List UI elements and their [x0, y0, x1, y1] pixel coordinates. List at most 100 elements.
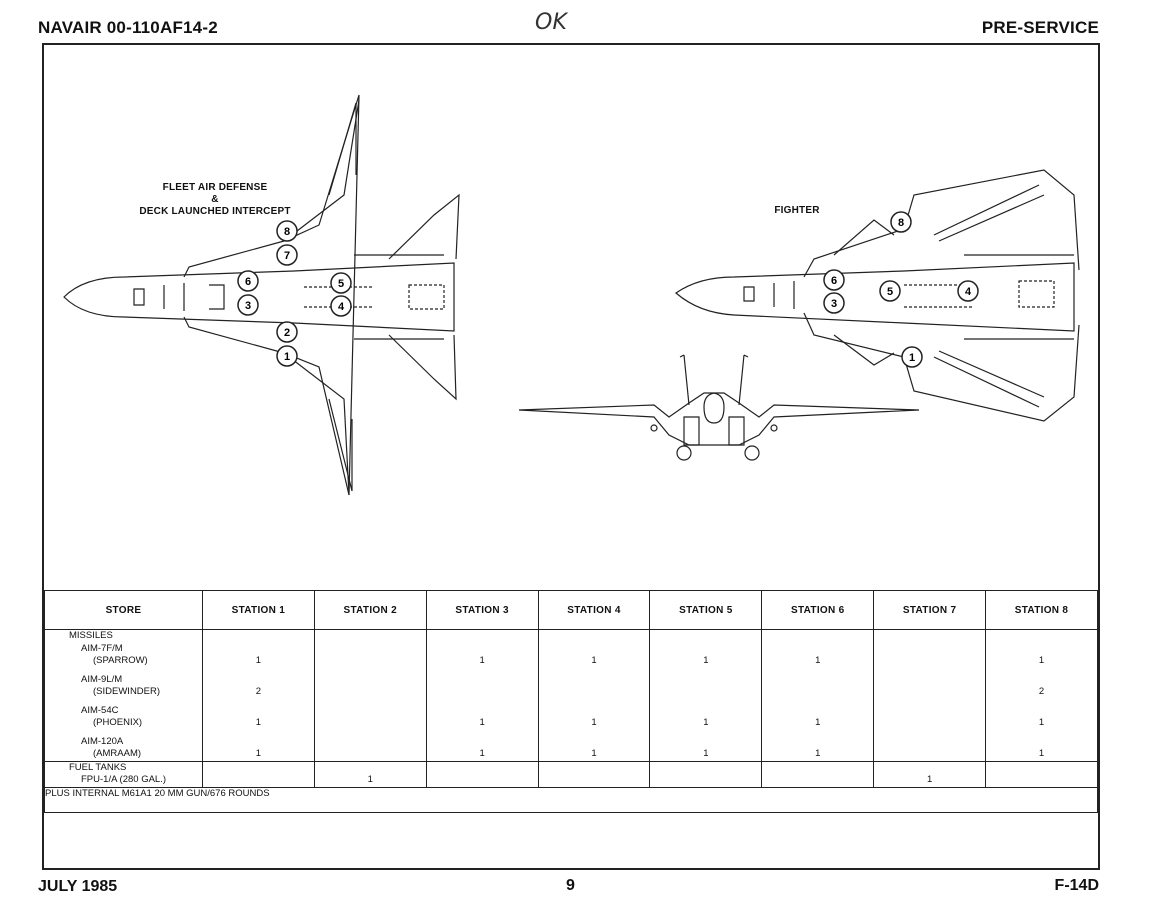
station-qty [539, 774, 650, 787]
station-qty [874, 655, 985, 668]
station-qty: 1 [815, 748, 821, 759]
station-qty [539, 686, 650, 699]
station-cell [873, 629, 987, 762]
station-qty [986, 774, 1097, 787]
station-qty [874, 748, 985, 761]
table-row-fuel-tanks: FUEL TANKS FPU-1/A (280 GAL.) 1 1 [44, 760, 1098, 788]
station-qty [315, 717, 426, 730]
store-name: AIM-120A [81, 735, 124, 747]
aircraft-planform-extended [63, 94, 460, 496]
aircraft-model: F-14D [1054, 877, 1099, 894]
table-row-missiles: MISSILES AIM-7F/M (SPARROW) AIM-9L/M (SI… [44, 629, 1098, 762]
label-line: FLEET AIR DEFENSE [162, 182, 268, 193]
station-marker-6-right: 6 [823, 269, 845, 291]
aircraft-drawings: 8 7 6 5 3 4 2 1 8 6 3 5 4 1 [63, 94, 1080, 496]
fighter-label: FIGHTER [774, 205, 820, 216]
station-qty [315, 655, 426, 668]
store-cell-fuel: FUEL TANKS FPU-1/A (280 GAL.) [44, 760, 203, 788]
station-number: 3 [245, 300, 251, 312]
station-qty: 1 [591, 717, 597, 728]
section-title: PRE-SERVICE [981, 18, 1099, 37]
store-cell-missiles: MISSILES AIM-7F/M (SPARROW) AIM-9L/M (SI… [44, 629, 203, 762]
station-cell [649, 760, 763, 788]
aircraft-front-view [518, 354, 920, 461]
station-marker-8-left: 8 [276, 220, 298, 242]
station-marker-5-right: 5 [879, 280, 901, 302]
store-subname: (SPARROW) [93, 655, 148, 666]
station-qty: 1 [479, 655, 485, 666]
station-qty: 1 [815, 655, 821, 666]
station-qty: 1 [591, 748, 597, 759]
station-qty: 1 [815, 717, 821, 728]
station-marker-6-left: 6 [237, 270, 259, 292]
station-qty [650, 774, 761, 787]
header-store: STORE [44, 590, 203, 630]
station-number: 1 [909, 352, 915, 364]
station-qty: 2 [255, 686, 261, 697]
station-qty [650, 686, 761, 699]
label-line: & [211, 194, 219, 205]
table-row-note: PLUS INTERNAL M61A1 20 MM GUN/676 ROUNDS [44, 786, 1098, 813]
internal-gun-note: PLUS INTERNAL M61A1 20 MM GUN/676 ROUNDS [44, 786, 1098, 813]
handwritten-mark: OK [535, 10, 568, 35]
publication-date: JULY 1985 [38, 878, 118, 895]
header-station-7: STATION 7 [873, 590, 987, 630]
header-station-4: STATION 4 [537, 590, 651, 630]
station-number: 8 [284, 226, 290, 238]
station-cell: 1 2 1 1 [201, 629, 315, 762]
station-cell [313, 629, 427, 762]
station-cell [201, 760, 315, 788]
store-subname: (SIDEWINDER) [93, 686, 161, 697]
station-marker-4-left: 4 [330, 295, 352, 317]
store-name: AIM-9L/M [81, 673, 123, 685]
station-cell [985, 760, 1098, 788]
station-number: 6 [831, 275, 837, 287]
figure-frame: FLEET AIR DEFENSE & DECK LAUNCHED INTERC… [42, 43, 1100, 870]
aircraft-figure: FLEET AIR DEFENSE & DECK LAUNCHED INTERC… [44, 45, 1098, 590]
header-station-6: STATION 6 [761, 590, 875, 630]
station-cell: 1 [313, 760, 427, 788]
station-marker-2-left: 2 [276, 321, 298, 343]
station-qty [315, 748, 426, 761]
station-number: 8 [898, 217, 904, 229]
header-station-8: STATION 8 [985, 590, 1098, 630]
station-marker-5-left: 5 [330, 272, 352, 294]
station-number: 4 [338, 301, 345, 313]
station-qty: 1 [255, 748, 261, 759]
header-station-1: STATION 1 [201, 590, 315, 630]
station-marker-8-right: 8 [890, 211, 912, 233]
station-number: 5 [338, 278, 344, 290]
station-qty: 1 [1038, 655, 1045, 666]
station-qty [427, 686, 538, 699]
station-qty: 1 [1038, 748, 1045, 759]
station-qty: 1 [703, 655, 709, 666]
category-label: FUEL TANKS [69, 761, 127, 773]
stores-table: STORE STATION 1 STATION 2 STATION 3 STAT… [44, 590, 1098, 813]
page-number: 9 [566, 877, 575, 894]
station-cell: 1 1 1 [761, 629, 875, 762]
table-header-row: STORE STATION 1 STATION 2 STATION 3 STAT… [44, 590, 1098, 630]
station-cell: 1 [873, 760, 987, 788]
header-station-2: STATION 2 [313, 590, 427, 630]
station-cell [425, 760, 539, 788]
station-qty: 1 [1038, 717, 1045, 728]
station-marker-3-right: 3 [823, 292, 845, 314]
station-qty: 1 [255, 717, 261, 728]
station-qty [203, 774, 314, 787]
header-station-3: STATION 3 [425, 590, 539, 630]
station-number: 6 [245, 276, 251, 288]
station-cell: 1 1 1 [537, 629, 651, 762]
station-number: 1 [284, 351, 290, 363]
store-name: AIM-54C [81, 704, 119, 716]
fleet-air-defense-label: FLEET AIR DEFENSE & DECK LAUNCHED INTERC… [100, 182, 330, 218]
header-station-5: STATION 5 [649, 590, 763, 630]
station-qty: 1 [479, 748, 485, 759]
station-qty: 1 [255, 655, 261, 666]
station-qty [315, 686, 426, 699]
station-number: 2 [284, 327, 290, 339]
station-qty: 1 [591, 655, 597, 666]
station-number: 5 [887, 286, 893, 298]
station-cell [537, 760, 651, 788]
